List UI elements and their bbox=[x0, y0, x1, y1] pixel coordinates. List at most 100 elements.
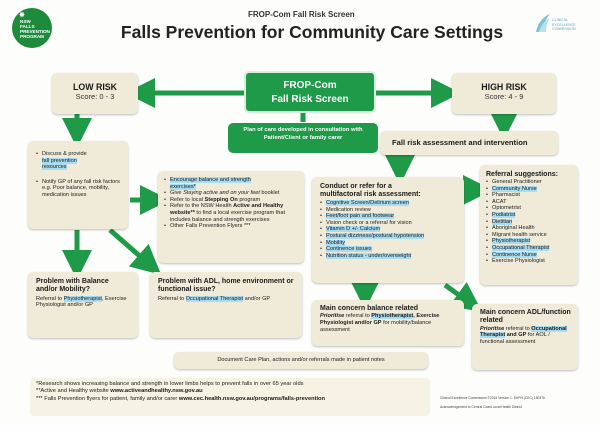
screen-line-2: Fall Risk Screen bbox=[271, 94, 349, 105]
main-balance-t3: Physiotherapist bbox=[371, 313, 414, 320]
balance-problem-box: Problem with Balance and/or Mobility? Re… bbox=[28, 272, 138, 338]
arrow-to-adl-problem bbox=[108, 228, 162, 275]
assessment-item-text: Mobility bbox=[326, 239, 345, 246]
high-risk-box: HIGH RISK Score: 4 - 9 bbox=[452, 73, 556, 114]
balance-problem-text-b: Physiotherapist bbox=[63, 295, 102, 302]
assessment-item: Vitamin D +/- Calcium bbox=[320, 226, 458, 233]
assessment-item-text: Vitamin D +/- Calcium bbox=[326, 226, 381, 233]
referral-item-text: Community Nurse bbox=[492, 185, 537, 192]
action-discuss-text-c: resources bbox=[42, 164, 67, 171]
referral-item-text: Optometrist bbox=[492, 205, 521, 212]
assessment-item-text: Cognitive Screen/Delirium screen bbox=[326, 200, 410, 206]
balance-problem-text-c: , Exercise Physiologist and/or GP bbox=[36, 295, 127, 309]
high-risk-title: HIGH RISK bbox=[481, 82, 527, 92]
referral-item-text: Pharmacist bbox=[492, 192, 520, 199]
assessment-item: Continence issues bbox=[320, 246, 458, 253]
high-risk-score: Score: 4 - 9 bbox=[484, 92, 524, 101]
assessment-item: Medication review bbox=[320, 207, 458, 214]
main-balance-t2: referral to bbox=[344, 313, 372, 320]
assessment-item-text: Medication review bbox=[326, 206, 371, 213]
referral-item-text: Exercise Physiologist bbox=[492, 258, 545, 265]
adl-problem-text-b: Occupational Therapist bbox=[185, 295, 244, 302]
cec-logo-text: CLINICAL EXCELLENCE COMMISSION bbox=[552, 18, 596, 32]
main-balance-t4: , Exercise Physiologist and/or GP bbox=[320, 313, 440, 326]
plan-of-care-text: Plan of care developed in consultation w… bbox=[243, 127, 363, 141]
exercise-item-flyers-text: Other Falls Prevention Flyers *** bbox=[170, 223, 251, 230]
cec-line-1: CLINICAL bbox=[552, 18, 569, 22]
falls-prevention-flyers-link[interactable]: www.cec.health.nsw.gov.au/programs/falls… bbox=[178, 395, 326, 402]
action-discuss-resources: Discuss & provide fall prevention resour… bbox=[36, 151, 122, 171]
balance-problem-text: Referral to Physiotherapist, Exercise Ph… bbox=[36, 295, 132, 309]
main-adl-title: Main concern ADL/function related bbox=[480, 309, 571, 325]
adl-problem-title: Problem with ADL, home environment or fu… bbox=[158, 278, 294, 294]
logo-line-4: PROGRAM bbox=[20, 34, 44, 39]
referral-item: Optometrist bbox=[486, 205, 574, 212]
main-balance-t5: for mobility/balance assessment bbox=[320, 320, 432, 333]
exercise-item-booklet: Give Staying active and on your feet boo… bbox=[164, 190, 298, 197]
assessment-item-text: Feet/foot pain and footwear bbox=[326, 213, 395, 220]
main-adl-t5: for AOL / functional assessment bbox=[480, 332, 550, 345]
exercise-recommendations-box: Encourage balance and strengthexercises*… bbox=[158, 171, 304, 263]
fall-risk-assessment-box: Fall risk assessment and intervention bbox=[380, 131, 558, 155]
multifactoral-assessment-box: Conduct or refer for a multifactoral ris… bbox=[312, 177, 464, 283]
balance-problem-text-a: Referral to bbox=[36, 295, 64, 302]
action-discuss-text-a: Discuss & provide bbox=[42, 151, 87, 157]
cec-line-2: EXCELLENCE bbox=[552, 22, 576, 27]
action-notify-gp-text: Notify GP of any fall risk factors e.g. … bbox=[42, 178, 120, 198]
adl-problem-box: Problem with ADL, home environment or fu… bbox=[150, 272, 302, 338]
adl-problem-text-a: Referral to bbox=[158, 295, 186, 302]
cec-swirl-icon bbox=[536, 14, 550, 32]
assessment-item-text: Vision check or a referral for vision bbox=[326, 219, 412, 226]
low-risk-score: Score: 0 - 3 bbox=[75, 92, 115, 101]
main-concern-balance-box: Main concern balance related Prioritise … bbox=[312, 300, 464, 346]
multifactoral-title-b: multifactoral risk assessment: bbox=[320, 191, 421, 198]
referral-item: Dietitian bbox=[486, 218, 574, 226]
referral-title: Referral suggestions: bbox=[486, 171, 558, 178]
poster-title: Falls Prevention for Community Care Sett… bbox=[120, 22, 504, 42]
exercise-item-booklet-c: booklet bbox=[259, 190, 280, 197]
multifactoral-title: Conduct or refer for a multifactoral ris… bbox=[320, 183, 458, 199]
main-adl-text: Prioritise referral to Occupational Ther… bbox=[480, 325, 572, 346]
active-healthy-link[interactable]: www.activeandhealthy.nsw.gov.au bbox=[110, 388, 203, 395]
low-risk-actions-box: Discuss & provide fall prevention resour… bbox=[28, 141, 128, 229]
document-care-plan-text: Document Care Plan, actions and/or refer… bbox=[217, 357, 385, 363]
referral-item-text: Occupational Therapist bbox=[492, 244, 550, 251]
balance-problem-title: Problem with Balance and/or Mobility? bbox=[36, 278, 109, 294]
main-adl-t4: and GP bbox=[505, 332, 527, 339]
exercise-item-booklet-b: Staying active and on your feet bbox=[183, 190, 260, 197]
main-balance-t1: Prioritise bbox=[320, 313, 345, 320]
main-adl-t2: referral to bbox=[504, 325, 532, 332]
adl-problem-text: Referral to Occupational Therapist and/o… bbox=[158, 295, 296, 303]
assessment-item: Cognitive Screen/Delirium screen bbox=[320, 200, 458, 207]
low-risk-box: LOW RISK Score: 0 - 3 bbox=[52, 73, 138, 114]
exercise-item-website: Refer to the NSW Health Active and Healt… bbox=[164, 203, 298, 223]
footer-flyers-label: *** Falls Prevention flyers for patient,… bbox=[36, 395, 179, 402]
screen-line-1: FROP-Com bbox=[283, 80, 337, 91]
footer-credit-version: Clinical Excellence Commission ©2015 Ver… bbox=[440, 396, 545, 400]
footer-credit-acknowledgement: Acknowledgement to Central Coast Local H… bbox=[440, 405, 522, 410]
referral-item-text: General Practitioner bbox=[492, 179, 542, 185]
low-risk-title: LOW RISK bbox=[73, 82, 117, 92]
main-balance-title: Main concern balance related bbox=[320, 305, 419, 312]
adl-problem-text-c: and/or GP bbox=[243, 295, 271, 302]
action-notify-gp: Notify GP of any fall risk factors e.g. … bbox=[36, 179, 122, 199]
exercise-item-flyers: Other Falls Prevention Flyers *** bbox=[164, 223, 298, 230]
poster-subtitle: FROP-Com Fall Risk Screen bbox=[248, 10, 355, 19]
footer-credits: Clinical Excellence Commission ©2015 Ver… bbox=[440, 396, 590, 409]
footer-flyers-note: *** Falls Prevention flyers for patient,… bbox=[36, 396, 424, 403]
referral-item: General Practitioner bbox=[486, 179, 574, 186]
logo-line-2: FALLS bbox=[20, 24, 35, 29]
multifactoral-title-a: Conduct or refer for a bbox=[320, 183, 392, 190]
referral-item: Aboriginal Health bbox=[486, 225, 574, 232]
logo-star-icon: ✸ bbox=[19, 12, 25, 19]
referral-item-text: Dietitian bbox=[492, 218, 513, 225]
exercise-item-stepping-a: Refer to local bbox=[170, 196, 205, 203]
footer-research-note: *Research shows increasing balance and s… bbox=[36, 381, 304, 387]
footer-active-healthy-label: **Active and Healthy website bbox=[36, 388, 111, 395]
main-concern-adl-box: Main concern ADL/function related Priori… bbox=[472, 304, 578, 370]
referral-item: ACAT bbox=[486, 199, 574, 206]
main-balance-text: Prioritise referral to Physiotherapist, … bbox=[320, 313, 458, 333]
